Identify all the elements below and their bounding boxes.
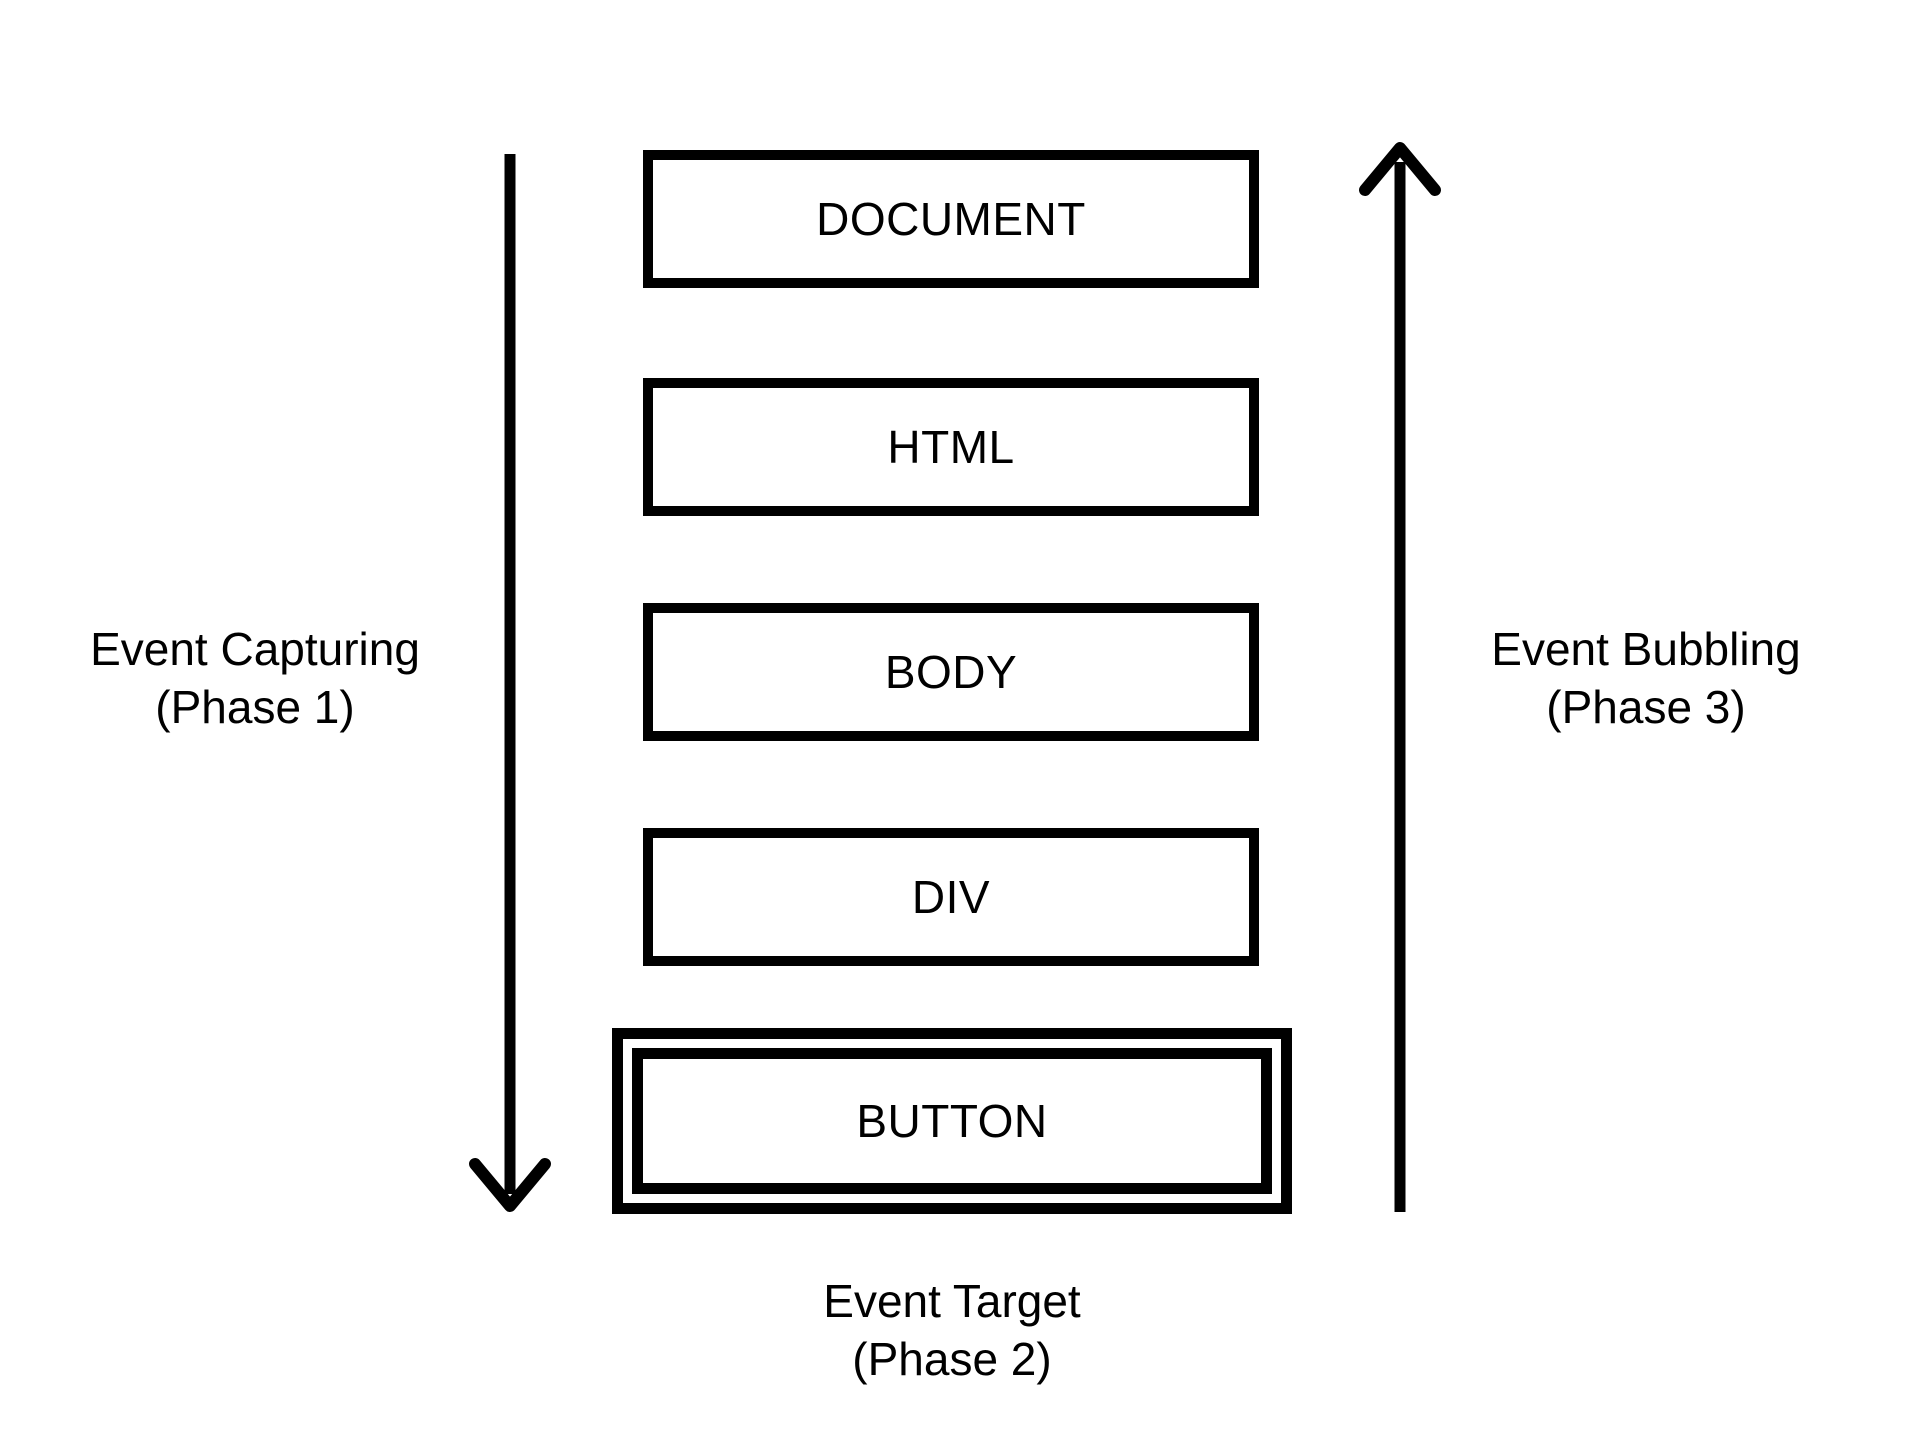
event-bubbling-label-line1: Event Bubbling xyxy=(1491,623,1801,675)
box-button-label: BUTTON xyxy=(856,1095,1048,1147)
box-document-label: DOCUMENT xyxy=(816,193,1086,245)
event-capturing-label: Event Capturing (Phase 1) xyxy=(45,620,465,736)
event-target-label-line2: (Phase 2) xyxy=(852,1333,1052,1385)
box-button: BUTTON xyxy=(632,1048,1272,1194)
box-document: DOCUMENT xyxy=(643,150,1259,288)
capturing-arrow-down-icon xyxy=(469,154,551,1212)
event-bubbling-label: Event Bubbling (Phase 3) xyxy=(1436,620,1856,736)
event-target-label: Event Target (Phase 2) xyxy=(742,1272,1162,1388)
box-div: DIV xyxy=(643,828,1259,966)
box-button-outer: BUTTON xyxy=(612,1028,1292,1214)
bubbling-arrow-up-icon xyxy=(1359,142,1441,1212)
event-bubbling-label-line2: (Phase 3) xyxy=(1546,681,1746,733)
event-capturing-label-line2: (Phase 1) xyxy=(155,681,355,733)
box-div-label: DIV xyxy=(911,871,991,923)
event-target-label-line1: Event Target xyxy=(823,1275,1081,1327)
event-capturing-label-line1: Event Capturing xyxy=(90,623,420,675)
box-html: HTML xyxy=(643,378,1259,516)
box-body-label: BODY xyxy=(884,646,1018,698)
box-body: BODY xyxy=(643,603,1259,741)
box-html-label: HTML xyxy=(887,421,1015,473)
